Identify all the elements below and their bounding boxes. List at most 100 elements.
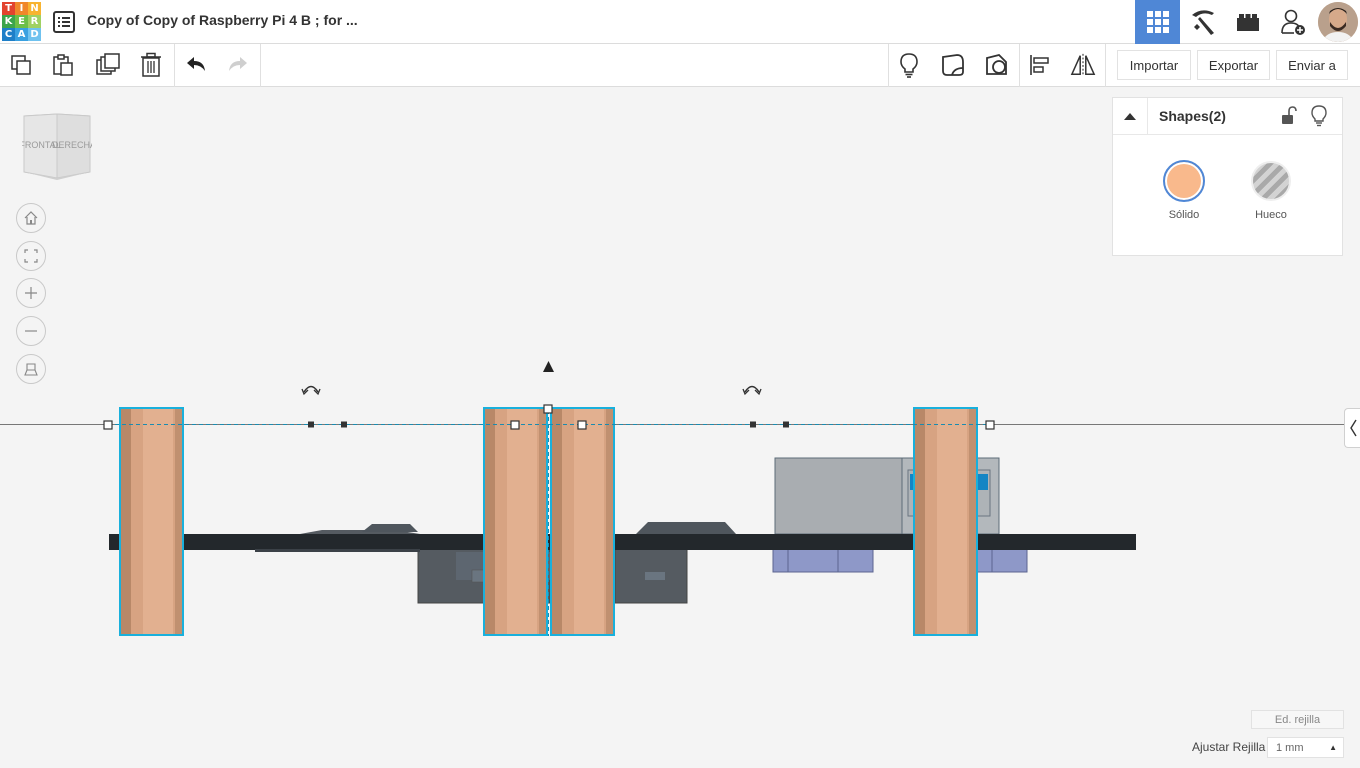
mirror-button[interactable]	[1070, 52, 1096, 78]
hole-label[interactable]: Hueco	[1255, 209, 1287, 221]
codeblocks-button[interactable]	[1180, 0, 1225, 44]
lock-button[interactable]	[1281, 106, 1297, 126]
paste-icon	[53, 54, 73, 76]
copy-button[interactable]	[8, 52, 34, 78]
undo-icon	[187, 57, 205, 71]
bricks-button[interactable]	[1225, 0, 1270, 44]
edit-grid-button[interactable]: Ed. rejilla	[1251, 710, 1344, 729]
group-icon	[986, 54, 1007, 75]
design-list-icon[interactable]	[52, 10, 76, 34]
resize-handle[interactable]	[510, 420, 520, 430]
rotate-handle-icon[interactable]	[301, 385, 321, 396]
grid-view-button[interactable]	[1135, 0, 1180, 44]
circuit-board[interactable]	[109, 534, 1136, 550]
panel-title: Shapes(2)	[1159, 108, 1226, 124]
resize-handle[interactable]	[985, 420, 995, 430]
hole-swatch[interactable]	[1251, 161, 1291, 201]
avatar[interactable]	[1318, 2, 1358, 42]
shape-inspector-panel: Shapes(2) Sólido Hueco	[1112, 97, 1343, 256]
selected-solid-shape[interactable]	[550, 407, 615, 636]
logo-letter: E	[15, 15, 28, 28]
height-handle[interactable]	[543, 404, 553, 414]
logo-letter: C	[2, 28, 15, 41]
caret-up-icon: ▲	[1329, 743, 1337, 752]
solid-label[interactable]: Sólido	[1168, 209, 1200, 221]
undo-button[interactable]	[183, 52, 209, 78]
selected-solid-shape[interactable]	[913, 407, 978, 636]
home-view-icon	[24, 211, 38, 225]
size-handle[interactable]	[308, 421, 314, 428]
light-bulb-button[interactable]	[896, 52, 922, 78]
add-user-icon	[1280, 9, 1305, 35]
chevron-up-icon	[1124, 113, 1136, 120]
solid-swatch[interactable]	[1163, 160, 1205, 202]
note-button[interactable]	[940, 52, 966, 78]
view-cube[interactable]: FRONTAL DERECHA	[19, 112, 96, 180]
snap-grid-value: 1 mm	[1276, 741, 1304, 754]
edit-toolbar: Importar Exportar Enviar a	[0, 44, 1360, 87]
home-view-button[interactable]	[16, 203, 46, 233]
workplane-canvas[interactable]	[0, 88, 1360, 768]
pickaxe-icon	[1191, 10, 1214, 35]
size-handle[interactable]	[341, 421, 347, 428]
selected-solid-shape[interactable]	[483, 407, 548, 636]
component-block[interactable]	[614, 539, 688, 604]
zoom-in-button[interactable]	[16, 278, 46, 308]
export-button[interactable]: Exportar	[1197, 50, 1270, 80]
design-title[interactable]: Copy of Copy of Raspberry Pi 4 B ; for .…	[87, 12, 358, 28]
connector-shape[interactable]	[362, 524, 418, 532]
mirror-icon	[1070, 53, 1096, 77]
logo-letter: K	[2, 15, 15, 28]
bricks-icon	[1236, 14, 1259, 31]
send-to-button[interactable]: Enviar a	[1276, 50, 1348, 80]
duplicate-icon	[96, 53, 120, 75]
rotate-handle-icon[interactable]	[742, 385, 762, 396]
size-handle[interactable]	[783, 421, 789, 428]
align-icon	[1030, 55, 1049, 75]
light-bulb-icon	[1311, 105, 1327, 127]
delete-icon	[141, 52, 161, 77]
logo-letter: N	[28, 2, 41, 15]
light-bulb-icon	[900, 53, 918, 78]
zoom-in-icon	[25, 287, 37, 299]
align-button[interactable]	[1027, 52, 1053, 78]
resize-handle[interactable]	[103, 420, 113, 430]
usb-port-block[interactable]	[772, 547, 874, 573]
perspective-icon	[24, 363, 38, 376]
panel-expand-tab[interactable]	[1344, 408, 1360, 448]
fit-view-button[interactable]	[16, 241, 46, 271]
selected-solid-shape[interactable]	[119, 407, 184, 636]
note-icon	[942, 54, 964, 76]
snap-grid-label: Ajustar Rejilla	[1192, 740, 1266, 754]
redo-button[interactable]	[225, 52, 251, 78]
snap-grid-select[interactable]: 1 mm ▲	[1267, 737, 1344, 758]
size-handle[interactable]	[750, 421, 756, 428]
logo-letter: D	[28, 28, 41, 41]
fit-view-icon	[24, 249, 38, 263]
lift-arrow-icon[interactable]	[543, 361, 554, 372]
resize-handle[interactable]	[577, 420, 587, 430]
unlock-icon	[1282, 106, 1297, 124]
add-user-button[interactable]	[1270, 0, 1315, 44]
logo-letter: R	[28, 15, 41, 28]
connector-shape[interactable]	[636, 522, 736, 534]
viewcube-right-label[interactable]: DERECHA	[52, 140, 96, 150]
delete-button[interactable]	[138, 52, 164, 78]
duplicate-button[interactable]	[95, 52, 121, 78]
logo-letter: T	[2, 2, 15, 15]
perspective-button[interactable]	[16, 354, 46, 384]
group-button[interactable]	[984, 52, 1010, 78]
logo-letter: I	[15, 2, 28, 15]
panel-collapse-button[interactable]	[1113, 98, 1148, 134]
visibility-button[interactable]	[1311, 105, 1327, 127]
zoom-out-icon	[25, 330, 37, 332]
zoom-out-button[interactable]	[16, 316, 46, 346]
import-button[interactable]: Importar	[1117, 50, 1191, 80]
viewcube-front-label[interactable]: FRONTAL	[19, 140, 61, 150]
logo-letter: A	[15, 28, 28, 41]
chevron-left-icon	[1349, 419, 1357, 437]
paste-button[interactable]	[50, 52, 76, 78]
copy-icon	[11, 55, 31, 75]
